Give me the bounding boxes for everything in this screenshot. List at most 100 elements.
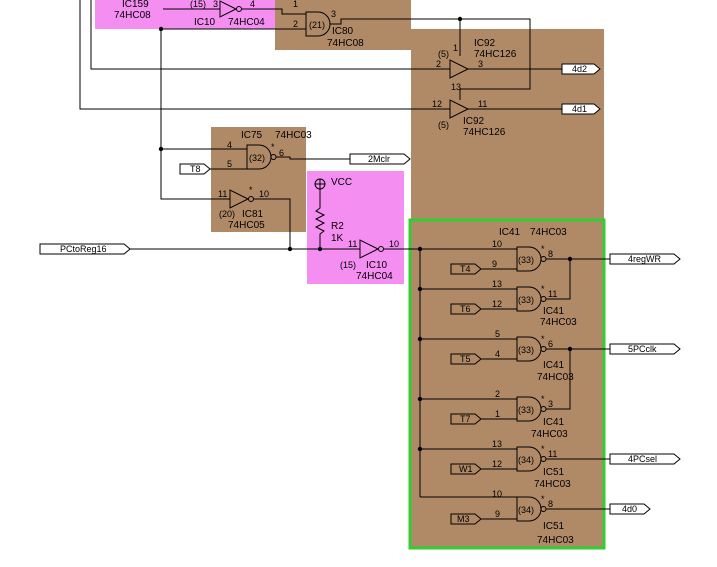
port-w1[interactable] [450,463,482,475]
port-t8[interactable] [179,163,211,175]
ic80-pin-b: 2 [293,19,298,29]
ic10-mid-inverter-icon [359,239,380,259]
port-pctoreg16[interactable] [39,243,131,255]
g5-pin-b: 12 [492,459,502,469]
ic159-name: IC159 [122,0,149,10]
ic10-top-pin-in: 3 [213,0,218,9]
ic75-pin-out: 6 [279,148,284,158]
g3-pin-out: 6 [548,339,553,349]
port-t4[interactable] [450,263,482,275]
ic80-block [275,0,411,50]
g4-unit: (33) [518,405,534,415]
g4-pin-out: 3 [548,399,553,409]
g1-unit: (33) [518,255,534,265]
ic80-pin-a: 1 [293,0,298,9]
g5-unit: (34) [518,455,534,465]
port-t8-label: T8 [190,164,201,174]
ic81-od-mark: * [249,185,253,195]
ic92-b-name: IC92 [463,116,485,127]
port-t6-label: T6 [460,304,471,314]
g6-unit: (34) [518,505,534,515]
ic75-type: 74HC03 [275,130,312,141]
port-5pcclk[interactable] [609,343,681,355]
junction-dot [417,286,423,292]
g5-od-mark: * [541,444,545,454]
ic10-mid-type: 74HC04 [356,271,393,282]
r2-resistor-icon [314,189,326,249]
port-t4-label: T4 [460,264,471,274]
ic75-pin-b: 5 [227,159,232,169]
port-4regwr[interactable] [609,253,681,265]
g1-pin-out: 8 [548,249,553,259]
junction-dot [158,146,164,152]
port-4pcsel[interactable] [609,453,681,465]
port-4d0[interactable] [609,503,651,515]
port-4d1-label: 4d1 [572,104,587,114]
ic10-mid-name: IC10 [366,260,388,271]
ic10-top-pin-out: 4 [250,0,255,9]
port-4d1[interactable] [561,103,601,115]
ic81-pin-out: 10 [259,189,269,199]
junction-dot [317,246,323,252]
junction-dot [287,246,293,252]
g1-od-mark: * [541,244,545,254]
g2-od-mark: * [541,284,545,294]
wire [160,29,230,200]
ic81-type: 74HC05 [228,220,265,231]
ic10-mid-pin-out: 10 [389,239,399,249]
ic80-pin-out: 3 [331,9,336,19]
port-t7-label: T7 [460,414,471,424]
g6-pin-b: 9 [495,509,500,519]
port-t6[interactable] [450,303,482,315]
r2-name: R2 [331,221,344,232]
ic10-mid-unit: (15) [340,260,356,270]
ic10-mid-pin-in: 11 [348,239,357,249]
port-5pcclk-label: 5PCclk [628,344,657,354]
ic92-a-name: IC92 [474,38,496,49]
g1-pin-b: 9 [492,259,497,269]
port-4pcsel-label: 4PCsel [628,454,657,464]
vcc-label: VCC [331,177,352,188]
g2-name: IC41 [543,306,565,317]
port-2mclr[interactable] [349,153,411,165]
ic41-header-type: 74HC03 [530,227,567,238]
g4-pin-b: 1 [495,409,500,419]
ic81-unit: (20) [219,209,235,219]
junction-dot [417,396,423,402]
port-t5[interactable] [450,353,482,365]
vcc-r2-ic10-block [307,171,404,284]
ic159-block [95,0,163,29]
port-2mclr-label: 2Mclr [368,154,390,164]
port-4d0-label: 4d0 [622,504,637,514]
port-4d2[interactable] [561,63,601,75]
ic92-b-buffer-icon [449,99,470,119]
ic92-a-type: 74HC126 [474,49,517,60]
ic10-top-name: IC10 [194,17,216,28]
port-4regwr-label: 4regWR [628,254,662,264]
junction-dot [417,446,423,452]
g5-pin-a: 13 [492,439,502,449]
ic80-name: IC80 [332,26,354,37]
port-m3[interactable] [450,513,482,525]
wire [79,0,450,110]
g2-bubble-icon [540,296,547,302]
g3-pin-b: 4 [495,349,500,359]
g6-pin-a: 10 [492,489,502,499]
port-t5-label: T5 [460,354,471,364]
wire [90,0,450,70]
port-w1-label: W1 [459,464,473,474]
ic92-b-pin-out: 11 [478,99,487,109]
ic81-pin-in: 11 [218,189,227,199]
ic92-b-pin-en: 13 [451,82,461,92]
g6-type: 74HC03 [537,535,574,546]
g6-od-mark: * [541,494,545,504]
ic41-ic51-block [408,218,606,550]
g3-type: 74HC03 [537,372,574,383]
port-t7[interactable] [450,413,482,425]
ic80-unit: (21) [309,20,325,30]
g4-od-mark: * [541,394,545,404]
ic80-type: 74HC08 [327,38,364,49]
ic92-a-pin-in: 2 [436,59,441,69]
g6-pin-out: 8 [548,499,553,509]
